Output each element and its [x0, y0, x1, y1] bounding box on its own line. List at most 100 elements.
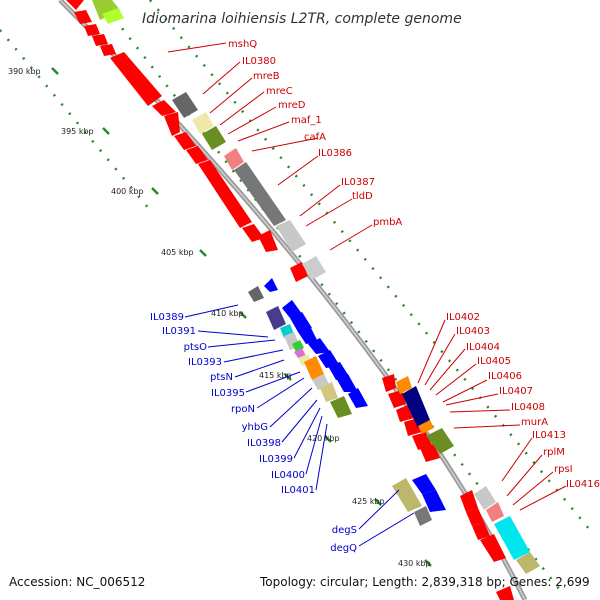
cds-forward [460, 490, 478, 512]
cds-reverse [282, 300, 302, 318]
gene-label-IL0380: IL0380 [242, 56, 276, 67]
gene-label-maf_1: maf_1 [291, 115, 322, 126]
tick-guides [0, 0, 591, 591]
feature-orange [396, 376, 412, 394]
gene-label-IL0413: IL0413 [532, 430, 566, 441]
tick-label-405: 405 kbp [161, 248, 194, 257]
map-title: Idiomarina loihiensis L2TR, complete gen… [142, 11, 462, 27]
feature-gray [414, 506, 432, 526]
accession-text: Accession: NC_006512 [9, 575, 145, 589]
gene-label-IL0402: IL0402 [446, 312, 480, 323]
cds-forward [242, 224, 264, 242]
gene-label-mshQ: mshQ [228, 39, 257, 50]
cds-reverse [290, 312, 312, 332]
tick-label-400: 400 kbp [111, 187, 144, 196]
reverse-leaders [184, 304, 415, 547]
feature-orange [418, 420, 434, 434]
cds-reverse [412, 474, 436, 494]
gene-label-IL0416: IL0416 [566, 479, 600, 490]
cds-forward [84, 24, 100, 36]
topology-text: Topology: circular; Length: 2,839,318 bp… [259, 575, 590, 589]
gene-label-IL0401: IL0401 [281, 485, 315, 496]
gene-label-IL0400: IL0400 [271, 470, 305, 481]
gene-label-IL0399: IL0399 [259, 454, 293, 465]
gene-label-ptsO: ptsO [184, 342, 207, 353]
gene-label-IL0406: IL0406 [488, 371, 522, 382]
gene-label-IL0386: IL0386 [318, 148, 352, 159]
cds-forward [174, 132, 196, 150]
gene-label-yhbG: yhbG [242, 422, 268, 433]
feature-khaki [392, 478, 422, 512]
gene-label-IL0391: IL0391 [162, 326, 196, 337]
feature-gray [248, 286, 264, 302]
cds-reverse [348, 388, 368, 408]
feature-gray [234, 162, 286, 226]
cds-forward [152, 100, 176, 116]
cds-forward [74, 10, 92, 24]
gene-label-murA: murA [521, 417, 548, 428]
gene-label-ptsN: ptsN [210, 372, 233, 383]
cds-reverse [336, 374, 358, 392]
feature-olive [330, 396, 352, 418]
gene-label-IL0405: IL0405 [477, 356, 511, 367]
tick-label-420: 420 kbp [307, 434, 340, 443]
tick-label-415: 415 kbp [259, 371, 292, 380]
feature-slateblue [266, 306, 286, 330]
cds-forward [388, 390, 406, 408]
feature-khaki [516, 552, 540, 574]
cds-forward [472, 522, 490, 540]
feature-yellowgreen [102, 8, 124, 24]
tick-label-395: 395 kbp [61, 127, 94, 136]
cds-forward [110, 52, 162, 106]
gene-label-IL0408: IL0408 [511, 402, 545, 413]
reverse-cds-track [264, 278, 446, 512]
feature-lightgray [474, 486, 496, 510]
cds-forward [480, 534, 506, 562]
feature-cyan [494, 516, 530, 560]
tick-label-390: 390 kbp [8, 67, 41, 76]
cds-forward [496, 586, 514, 600]
forward-leaders [167, 42, 567, 511]
forward-feature-track [92, 0, 540, 574]
feature-orange [304, 356, 324, 380]
feature-lightgray [276, 220, 306, 252]
gene-label-IL0393: IL0393 [188, 357, 222, 368]
cds-forward [186, 146, 208, 164]
gene-label-IL0389: IL0389 [150, 312, 184, 323]
feature-navy [402, 386, 430, 428]
gene-label-mreB: mreB [253, 71, 280, 82]
feature-khaki [320, 382, 338, 402]
reverse-gene-labels: IL0389 IL0391 ptsO IL0393 ptsN IL0395 rp… [150, 312, 357, 554]
gene-label-degQ: degQ [330, 543, 357, 554]
gene-label-rplM: rplM [543, 447, 565, 458]
feature-olive [426, 428, 454, 454]
cds-forward [66, 0, 84, 10]
gene-label-IL0404: IL0404 [466, 342, 500, 353]
gene-label-rpsI: rpsI [554, 464, 573, 475]
cds-forward [258, 230, 278, 252]
gene-label-IL0398: IL0398 [247, 438, 281, 449]
tick-marks [51, 67, 432, 567]
cds-forward [382, 374, 396, 392]
cds-reverse [308, 338, 330, 354]
gene-label-IL0403: IL0403 [456, 326, 490, 337]
tick-labels: 390 kbp 395 kbp 400 kbp 405 kbp 410 kbp … [8, 67, 431, 568]
feature-lightgray [302, 256, 326, 280]
gene-label-rpoN: rpoN [231, 404, 255, 415]
gene-label-degS: degS [332, 525, 357, 536]
feature-olive [202, 126, 226, 150]
feature-green [92, 0, 120, 20]
feature-gray [172, 92, 198, 118]
gene-label-IL0387: IL0387 [341, 177, 375, 188]
feature-orchid [294, 348, 306, 358]
cds-reverse [422, 490, 446, 512]
gene-label-IL0395: IL0395 [211, 388, 245, 399]
cds-reverse [298, 326, 318, 344]
feature-pink [224, 148, 244, 170]
gene-label-tldD: tldD [352, 191, 373, 202]
gene-label-IL0407: IL0407 [499, 386, 533, 397]
gene-label-cafA: cafA [304, 132, 326, 143]
reverse-feature-track [248, 286, 432, 526]
tick-label-410: 410 kbp [211, 309, 244, 318]
cds-forward [92, 34, 108, 46]
